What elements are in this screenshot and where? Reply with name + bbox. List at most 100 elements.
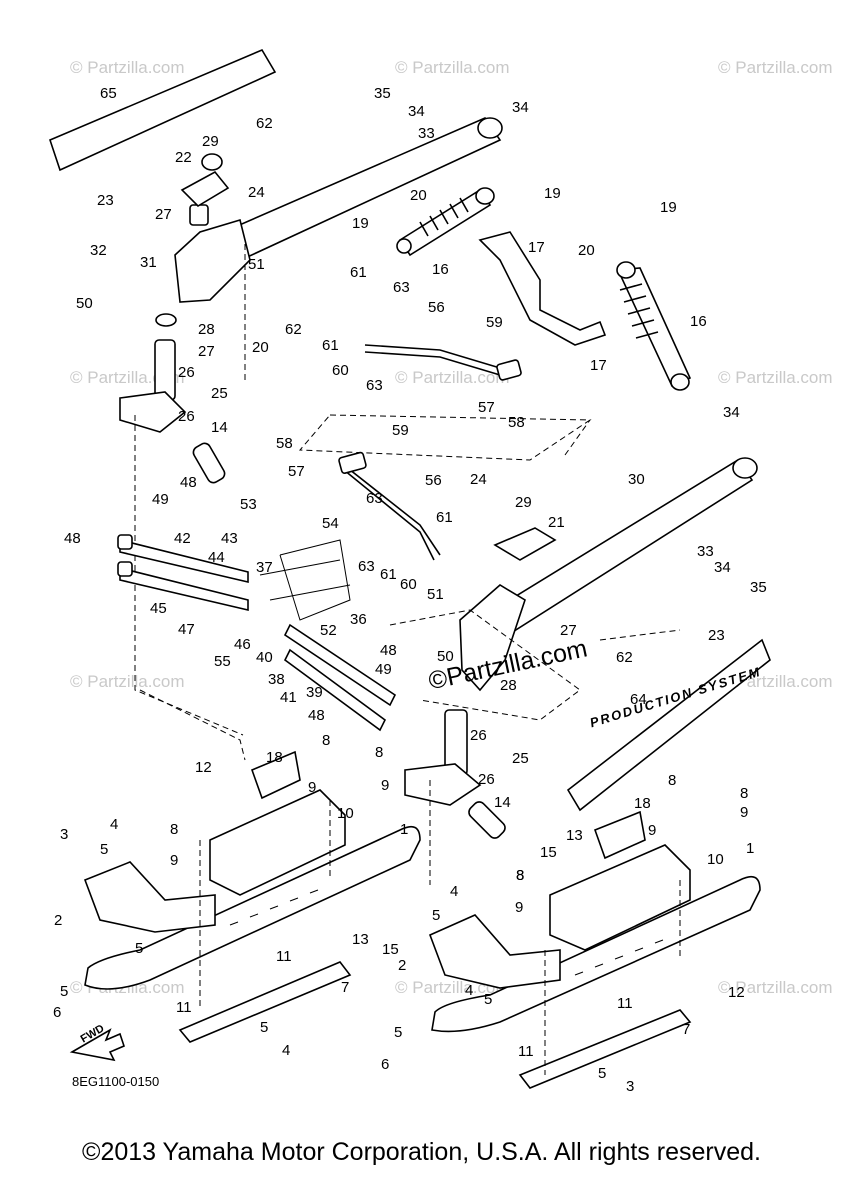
part-callout-5: 5 xyxy=(260,1019,269,1036)
part-callout-48: 48 xyxy=(308,707,325,724)
part-callout-57: 57 xyxy=(288,463,305,480)
part-callout-11: 11 xyxy=(518,1043,534,1060)
part-callout-9: 9 xyxy=(308,779,317,796)
ski-stand-right xyxy=(549,844,691,951)
spindle-bracket-right xyxy=(459,584,526,692)
part-callout-17: 17 xyxy=(590,357,607,374)
part-callout-28: 28 xyxy=(198,321,215,338)
part-callout-10: 10 xyxy=(337,805,354,822)
part-callout-63: 63 xyxy=(358,558,375,575)
part-callout-3: 3 xyxy=(60,826,69,843)
part-callout-59: 59 xyxy=(392,422,409,439)
spindle-bracket-left xyxy=(174,218,251,303)
part-callout-26: 26 xyxy=(478,771,495,788)
copyright-notice: ©2013 Yamaha Motor Corporation, U.S.A. A… xyxy=(82,1138,761,1166)
part-callout-18: 18 xyxy=(266,749,283,766)
part-callout-61: 61 xyxy=(380,566,397,583)
part-callout-26: 26 xyxy=(178,408,195,425)
part-callout-1: 1 xyxy=(400,821,409,838)
part-callout-3: 3 xyxy=(626,1078,635,1095)
part-callout-35: 35 xyxy=(750,579,767,596)
part-callout-5: 5 xyxy=(432,907,441,924)
part-callout-33: 33 xyxy=(697,543,714,560)
bushing-14-upper xyxy=(192,442,226,484)
part-callout-5: 5 xyxy=(60,983,69,1000)
part-callout-50: 50 xyxy=(76,295,93,312)
part-callout-6: 6 xyxy=(381,1056,390,1073)
part-callout-19: 19 xyxy=(352,215,369,232)
part-callout-44: 44 xyxy=(208,549,225,566)
part-callout-36: 36 xyxy=(350,611,367,628)
part-callout-11: 11 xyxy=(276,948,292,965)
part-callout-9: 9 xyxy=(170,852,179,869)
part-callout-14: 14 xyxy=(494,794,511,811)
part-callout-11: 11 xyxy=(617,995,633,1012)
part-callout-9: 9 xyxy=(515,899,524,916)
part-callout-2: 2 xyxy=(54,912,63,929)
watermark: © Partzilla.com xyxy=(70,58,185,77)
part-callout-13: 13 xyxy=(352,931,369,948)
part-callout-59: 59 xyxy=(486,314,503,331)
part-callout-2: 2 xyxy=(398,957,407,974)
part-callout-48: 48 xyxy=(180,474,197,491)
part-callout-56: 56 xyxy=(425,472,442,489)
part-callout-19: 19 xyxy=(660,199,677,216)
part-callout-34: 34 xyxy=(723,404,740,421)
part-callout-50: 50 xyxy=(437,648,454,665)
part-callout-26: 26 xyxy=(178,364,195,381)
part-callout-24: 24 xyxy=(470,471,487,488)
part-callout-61: 61 xyxy=(350,264,367,281)
part-callout-4: 4 xyxy=(110,816,119,833)
part-callout-24: 24 xyxy=(248,184,265,201)
part-callout-31: 31 xyxy=(140,254,157,271)
part-callout-63: 63 xyxy=(366,490,383,507)
bushing-14-lower xyxy=(468,801,506,839)
watermark: © Partzilla.com xyxy=(718,368,833,387)
part-callout-34: 34 xyxy=(714,559,731,576)
part-callout-25: 25 xyxy=(512,750,529,767)
part-callout-63: 63 xyxy=(366,377,383,394)
fwd-arrow-icon xyxy=(69,1028,125,1062)
tie-rods-lower xyxy=(283,623,397,732)
part-callout-48: 48 xyxy=(64,530,81,547)
part-callout-43: 43 xyxy=(221,530,238,547)
part-callout-62: 62 xyxy=(616,649,633,666)
part-callout-15: 15 xyxy=(382,941,399,958)
part-callout-23: 23 xyxy=(708,627,725,644)
part-callout-20: 20 xyxy=(252,339,269,356)
part-callout-20: 20 xyxy=(410,187,427,204)
part-callout-5: 5 xyxy=(100,841,109,858)
part-callout-7: 7 xyxy=(682,1021,691,1038)
spindle-left xyxy=(119,313,187,433)
frame-section xyxy=(259,539,351,621)
watermark: © Partzilla.com xyxy=(718,58,833,77)
side-decal xyxy=(566,638,771,812)
part-callout-29: 29 xyxy=(515,494,532,511)
part-callout-27: 27 xyxy=(560,622,577,639)
part-callout-65: 65 xyxy=(100,85,117,102)
watermark: © Partzilla.com xyxy=(395,58,510,77)
part-callout-40: 40 xyxy=(256,649,273,666)
figure-code: 8EG1100-0150 xyxy=(72,1074,160,1089)
part-callout-30: 30 xyxy=(628,471,645,488)
shock-absorber-left xyxy=(396,187,495,257)
part-callout-28: 28 xyxy=(500,677,517,694)
part-callout-35: 35 xyxy=(374,85,391,102)
part-callout-14: 14 xyxy=(211,419,228,436)
ski-left xyxy=(83,750,421,1043)
part-callout-5: 5 xyxy=(598,1065,607,1082)
part-callout-34: 34 xyxy=(408,103,425,120)
part-callout-48: 48 xyxy=(380,642,397,659)
part-callout-4: 4 xyxy=(450,883,459,900)
part-callout-45: 45 xyxy=(150,600,167,617)
part-callout-29: 29 xyxy=(202,133,219,150)
part-callout-8: 8 xyxy=(170,821,179,838)
part-callout-21: 21 xyxy=(548,514,565,531)
part-callout-32: 32 xyxy=(90,242,107,259)
part-callout-58: 58 xyxy=(508,414,525,431)
part-callout-8: 8 xyxy=(516,867,525,884)
ski-right xyxy=(428,810,761,1089)
part-callout-8: 8 xyxy=(740,785,749,802)
